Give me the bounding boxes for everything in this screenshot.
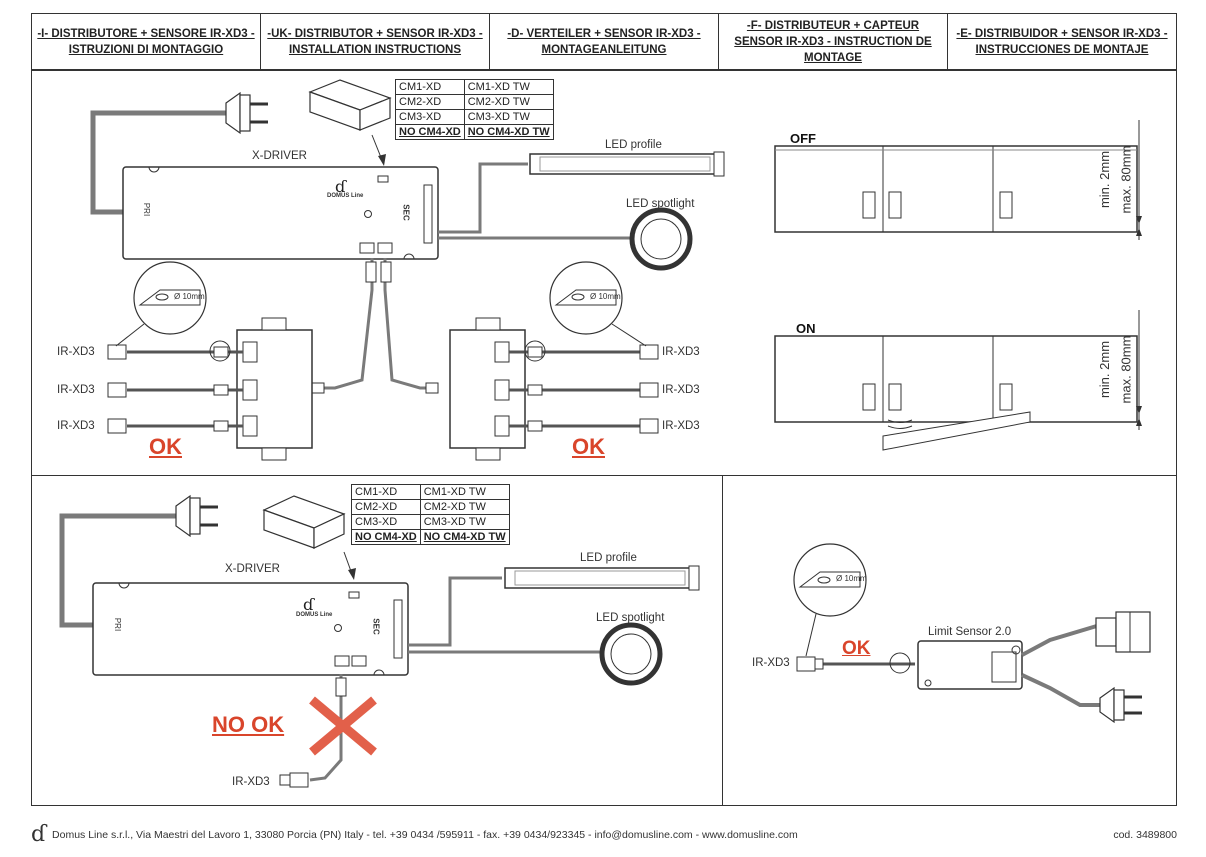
footer: ɗ Domus Line s.r.l., Via Maestri del Lav… bbox=[31, 822, 1177, 847]
header-spanish: -E- DISTRIBUIDOR + SENSOR IR-XD3 - INSTR… bbox=[956, 27, 1168, 56]
plug-bottom-icon bbox=[175, 494, 218, 538]
limit-sensor-unit bbox=[917, 640, 1023, 690]
sec-label: SEC bbox=[401, 204, 411, 221]
sensor-label: IR-XD3 bbox=[662, 420, 700, 432]
power-cable-bottom bbox=[59, 513, 178, 628]
led-spotlight-bottom-icon bbox=[599, 622, 663, 686]
table-cell: CM2-XD TW bbox=[463, 94, 554, 110]
table-cell: CM1-XD bbox=[351, 484, 421, 500]
plug-icon bbox=[225, 91, 268, 135]
x-driver-label: X-DRIVER bbox=[252, 150, 307, 162]
sensor-label: IR-XD3 bbox=[57, 420, 95, 432]
ok-label-right: OK bbox=[572, 434, 605, 459]
hole-size-label: Ø 10mm bbox=[590, 292, 621, 301]
plug-limit-icon bbox=[1099, 686, 1142, 724]
cabinet-on bbox=[774, 335, 1138, 451]
no-ok-label: NO OK bbox=[212, 712, 285, 737]
min-label: min. 2mm bbox=[1097, 340, 1113, 399]
max-label: max. 80mm bbox=[1118, 145, 1134, 214]
led-profile-cable bbox=[438, 162, 528, 234]
ok-label-limit: OK bbox=[842, 638, 871, 659]
bottom-right-panel bbox=[722, 475, 1177, 806]
table-cell: NO CM4-XD TW bbox=[419, 529, 510, 545]
table-cell: NO CM4-XD bbox=[351, 529, 421, 545]
table-cell: CM3-XD TW bbox=[463, 109, 554, 125]
magnifier-limit-icon bbox=[793, 543, 867, 657]
on-label: ON bbox=[796, 321, 816, 336]
table-cell: CM2-XD bbox=[395, 94, 465, 110]
table-cell: NO CM4-XD TW bbox=[463, 124, 554, 140]
table-cell: CM2-XD TW bbox=[419, 499, 510, 515]
table-cell: CM1-XD bbox=[395, 79, 465, 95]
distributor-left bbox=[236, 317, 313, 461]
hole-size-label: Ø 10mm bbox=[174, 292, 205, 301]
header-english: -UK- DISTRIBUTOR + SENSOR IR-XD3 - INSTA… bbox=[261, 14, 490, 69]
brand-logo-icon: ɗ bbox=[335, 177, 346, 196]
magnifier-left-icon bbox=[115, 261, 231, 362]
table-cell: CM1-XD TW bbox=[463, 79, 554, 95]
led-profile-bottom-icon bbox=[504, 565, 700, 591]
right-sensor-cables bbox=[509, 344, 659, 434]
min-label: min. 2mm bbox=[1097, 150, 1113, 209]
distributor-right bbox=[449, 317, 526, 461]
table-cell: CM3-XD bbox=[395, 109, 465, 125]
limit-sensor-label: Limit Sensor 2.0 bbox=[928, 626, 1012, 638]
table-cell: NO CM4-XD bbox=[395, 124, 465, 140]
header-row: -I- DISTRIBUTORE + SENSORE IR-XD3 - ISTR… bbox=[31, 13, 1177, 70]
sensor-label: IR-XD3 bbox=[232, 776, 270, 788]
sensor-label: IR-XD3 bbox=[57, 384, 95, 396]
sensor-label: IR-XD3 bbox=[662, 346, 700, 358]
table-cell: CM2-XD bbox=[351, 499, 421, 515]
brand-label: DOMUS Line bbox=[327, 193, 364, 199]
sensor-label: IR-XD3 bbox=[662, 384, 700, 396]
footer-company: ɗ Domus Line s.r.l., Via Maestri del Lav… bbox=[31, 822, 798, 847]
dimension-on bbox=[1136, 310, 1142, 430]
no-ok-cross-icon bbox=[309, 696, 377, 756]
hole-size-label: Ø 10mm bbox=[836, 574, 867, 583]
led-profile-label: LED profile bbox=[605, 139, 662, 151]
off-label: OFF bbox=[790, 131, 816, 146]
led-spotlight-icon bbox=[629, 207, 693, 271]
sensor-label: IR-XD3 bbox=[57, 346, 95, 358]
max-label: max. 80mm bbox=[1118, 335, 1134, 404]
pri-label: PRI bbox=[142, 202, 152, 217]
header-german: -D- VERTEILER + SENSOR IR-XD3 - MONTAGEA… bbox=[490, 14, 719, 69]
x-driver-unit bbox=[122, 166, 439, 260]
led-profile-label: LED profile bbox=[580, 552, 637, 564]
ok-label-left: OK bbox=[149, 434, 182, 459]
power-cable bbox=[90, 110, 228, 215]
sec-label: SEC bbox=[371, 618, 381, 635]
header-french: -F- DISTRIBUTEUR + CAPTEUR SENSOR IR-XD3… bbox=[719, 14, 948, 69]
led-profile-icon bbox=[529, 151, 725, 177]
x-driver-label: X-DRIVER bbox=[225, 563, 280, 575]
header-italian: -I- DISTRIBUTORE + SENSORE IR-XD3 - ISTR… bbox=[32, 14, 261, 69]
led-spotlight-label: LED spotlight bbox=[626, 198, 695, 210]
left-sensor-cables bbox=[107, 344, 243, 434]
receiver-module-icon bbox=[308, 79, 392, 166]
brand-label: DOMUS Line bbox=[296, 612, 333, 618]
x-driver-bottom-unit bbox=[92, 582, 409, 676]
table-cell: CM1-XD TW bbox=[419, 484, 510, 500]
pri-label: PRI bbox=[113, 617, 123, 632]
table-cell: CM3-XD bbox=[351, 514, 421, 530]
domus-logo-icon: ɗ bbox=[31, 822, 47, 847]
sensor-label: IR-XD3 bbox=[752, 657, 790, 669]
dimension-off bbox=[1136, 120, 1142, 240]
table-cell: CM3-XD TW bbox=[419, 514, 510, 530]
receiver-module-bottom-icon bbox=[262, 495, 356, 580]
cabinet-off bbox=[774, 145, 1138, 233]
socket-icon bbox=[1095, 611, 1151, 653]
company-info: Domus Line s.r.l., Via Maestri del Lavor… bbox=[52, 829, 798, 841]
product-code: cod. 3489800 bbox=[1113, 829, 1177, 841]
brand-logo-icon: ɗ bbox=[303, 595, 314, 614]
led-spotlight-label: LED spotlight bbox=[596, 612, 665, 624]
magnifier-right-icon bbox=[524, 261, 647, 362]
